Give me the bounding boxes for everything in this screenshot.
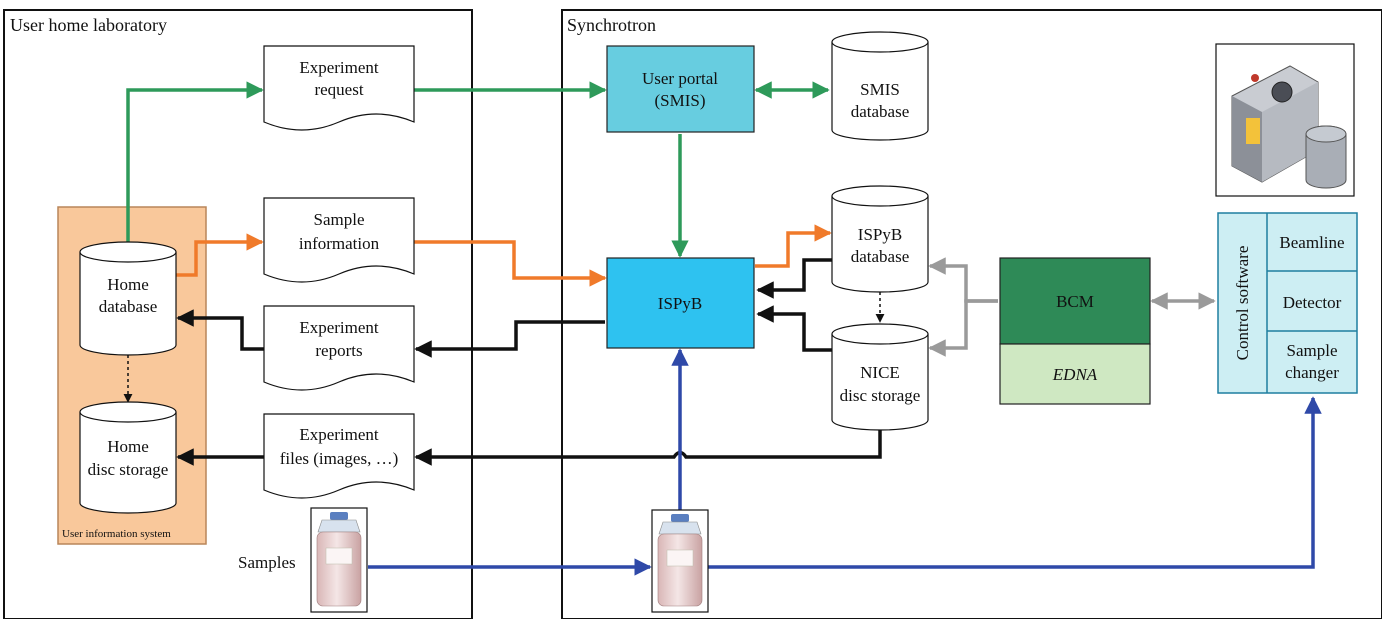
db-home-database-line1: Home bbox=[107, 275, 149, 294]
arrow-ispyb-to-reports bbox=[414, 320, 605, 358]
doc-sample-information-line1: Sample bbox=[314, 210, 365, 229]
samples-label: Samples bbox=[238, 553, 296, 572]
box-ispyb-label: ISPyB bbox=[658, 294, 702, 313]
box-user-portal-line2: (SMIS) bbox=[654, 91, 705, 110]
flow-arrows bbox=[123, 81, 1322, 576]
doc-experiment-reports-line1: Experiment bbox=[299, 318, 379, 337]
home-lab-title: User home laboratory bbox=[10, 15, 167, 35]
db-ispyb-database-line1: ISPyB bbox=[858, 225, 902, 244]
doc-experiment-request-line2: request bbox=[314, 80, 363, 99]
db-nice-disc-storage-line1: NICE bbox=[860, 363, 900, 382]
doc-experiment-files-line1: Experiment bbox=[299, 425, 379, 444]
db-nice-disc-storage: NICE disc storage bbox=[831, 323, 929, 431]
db-ispyb-database: ISPyB database bbox=[831, 185, 929, 293]
doc-experiment-files-line2: files (images, …) bbox=[280, 449, 399, 468]
db-home-disc-storage-line2: disc storage bbox=[88, 460, 169, 479]
doc-experiment-files: Experiment files (images, …) bbox=[263, 413, 415, 499]
db-home-disc-storage-line1: Home bbox=[107, 437, 149, 456]
arrow-sample-info-to-ispyb bbox=[414, 240, 607, 287]
box-ispyb: ISPyB bbox=[606, 257, 755, 349]
doc-experiment-reports: Experiment reports bbox=[263, 305, 415, 391]
box-user-portal-line1: User portal bbox=[642, 69, 718, 88]
dewar-synchrotron-icon bbox=[651, 509, 709, 613]
box-bcm: BCM bbox=[999, 257, 1151, 345]
doc-experiment-reports-line2: reports bbox=[315, 341, 362, 360]
db-smis-database-line2: database bbox=[851, 102, 910, 121]
dewar-home-icon bbox=[310, 507, 368, 613]
control-item-detector: Detector bbox=[1283, 293, 1342, 312]
db-home-disc-storage: Home disc storage bbox=[79, 401, 177, 514]
db-home-database-line2: database bbox=[99, 297, 158, 316]
uis-label: User information system bbox=[62, 528, 171, 540]
doc-sample-information-line2: information bbox=[299, 234, 380, 253]
db-ispyb-database-line2: database bbox=[851, 247, 910, 266]
arrow-home-to-request bbox=[126, 81, 264, 245]
box-bcm-label: BCM bbox=[1056, 292, 1094, 311]
db-smis-database: SMIS database bbox=[831, 31, 929, 141]
beamline-instrument-image bbox=[1215, 43, 1355, 197]
arrow-nice-to-ispyb bbox=[756, 305, 832, 352]
control-item-sample-changer-line2: changer bbox=[1285, 363, 1339, 382]
db-home-database: Home database bbox=[79, 241, 177, 356]
arrow-ispyb-to-ispyb-db bbox=[755, 224, 832, 268]
db-smis-database-line1: SMIS bbox=[860, 80, 900, 99]
synchrotron-title: Synchrotron bbox=[567, 15, 656, 35]
control-software-title: Control software bbox=[1233, 246, 1252, 361]
arrow-dewar-to-sample-changer bbox=[708, 396, 1322, 569]
doc-experiment-request-line1: Experiment bbox=[299, 58, 379, 77]
doc-sample-information: Sample information bbox=[263, 197, 415, 283]
box-user-portal: User portal (SMIS) bbox=[606, 45, 755, 133]
control-item-sample-changer-line1: Sample bbox=[1287, 341, 1338, 360]
arrow-bcm-to-nice bbox=[928, 299, 998, 357]
arrow-home-to-sample-info bbox=[176, 233, 264, 277]
box-edna: EDNA bbox=[999, 343, 1151, 405]
doc-experiment-request: Experiment request bbox=[263, 45, 415, 131]
arrow-reports-to-home bbox=[176, 309, 264, 351]
box-edna-label: EDNA bbox=[1052, 365, 1098, 384]
control-item-beamline: Beamline bbox=[1279, 233, 1344, 252]
db-nice-disc-storage-line2: disc storage bbox=[840, 386, 921, 405]
arrow-ispyb-db-to-ispyb bbox=[756, 258, 832, 299]
control-software-panel: Control software Beamline Detector Sampl… bbox=[1217, 212, 1358, 394]
